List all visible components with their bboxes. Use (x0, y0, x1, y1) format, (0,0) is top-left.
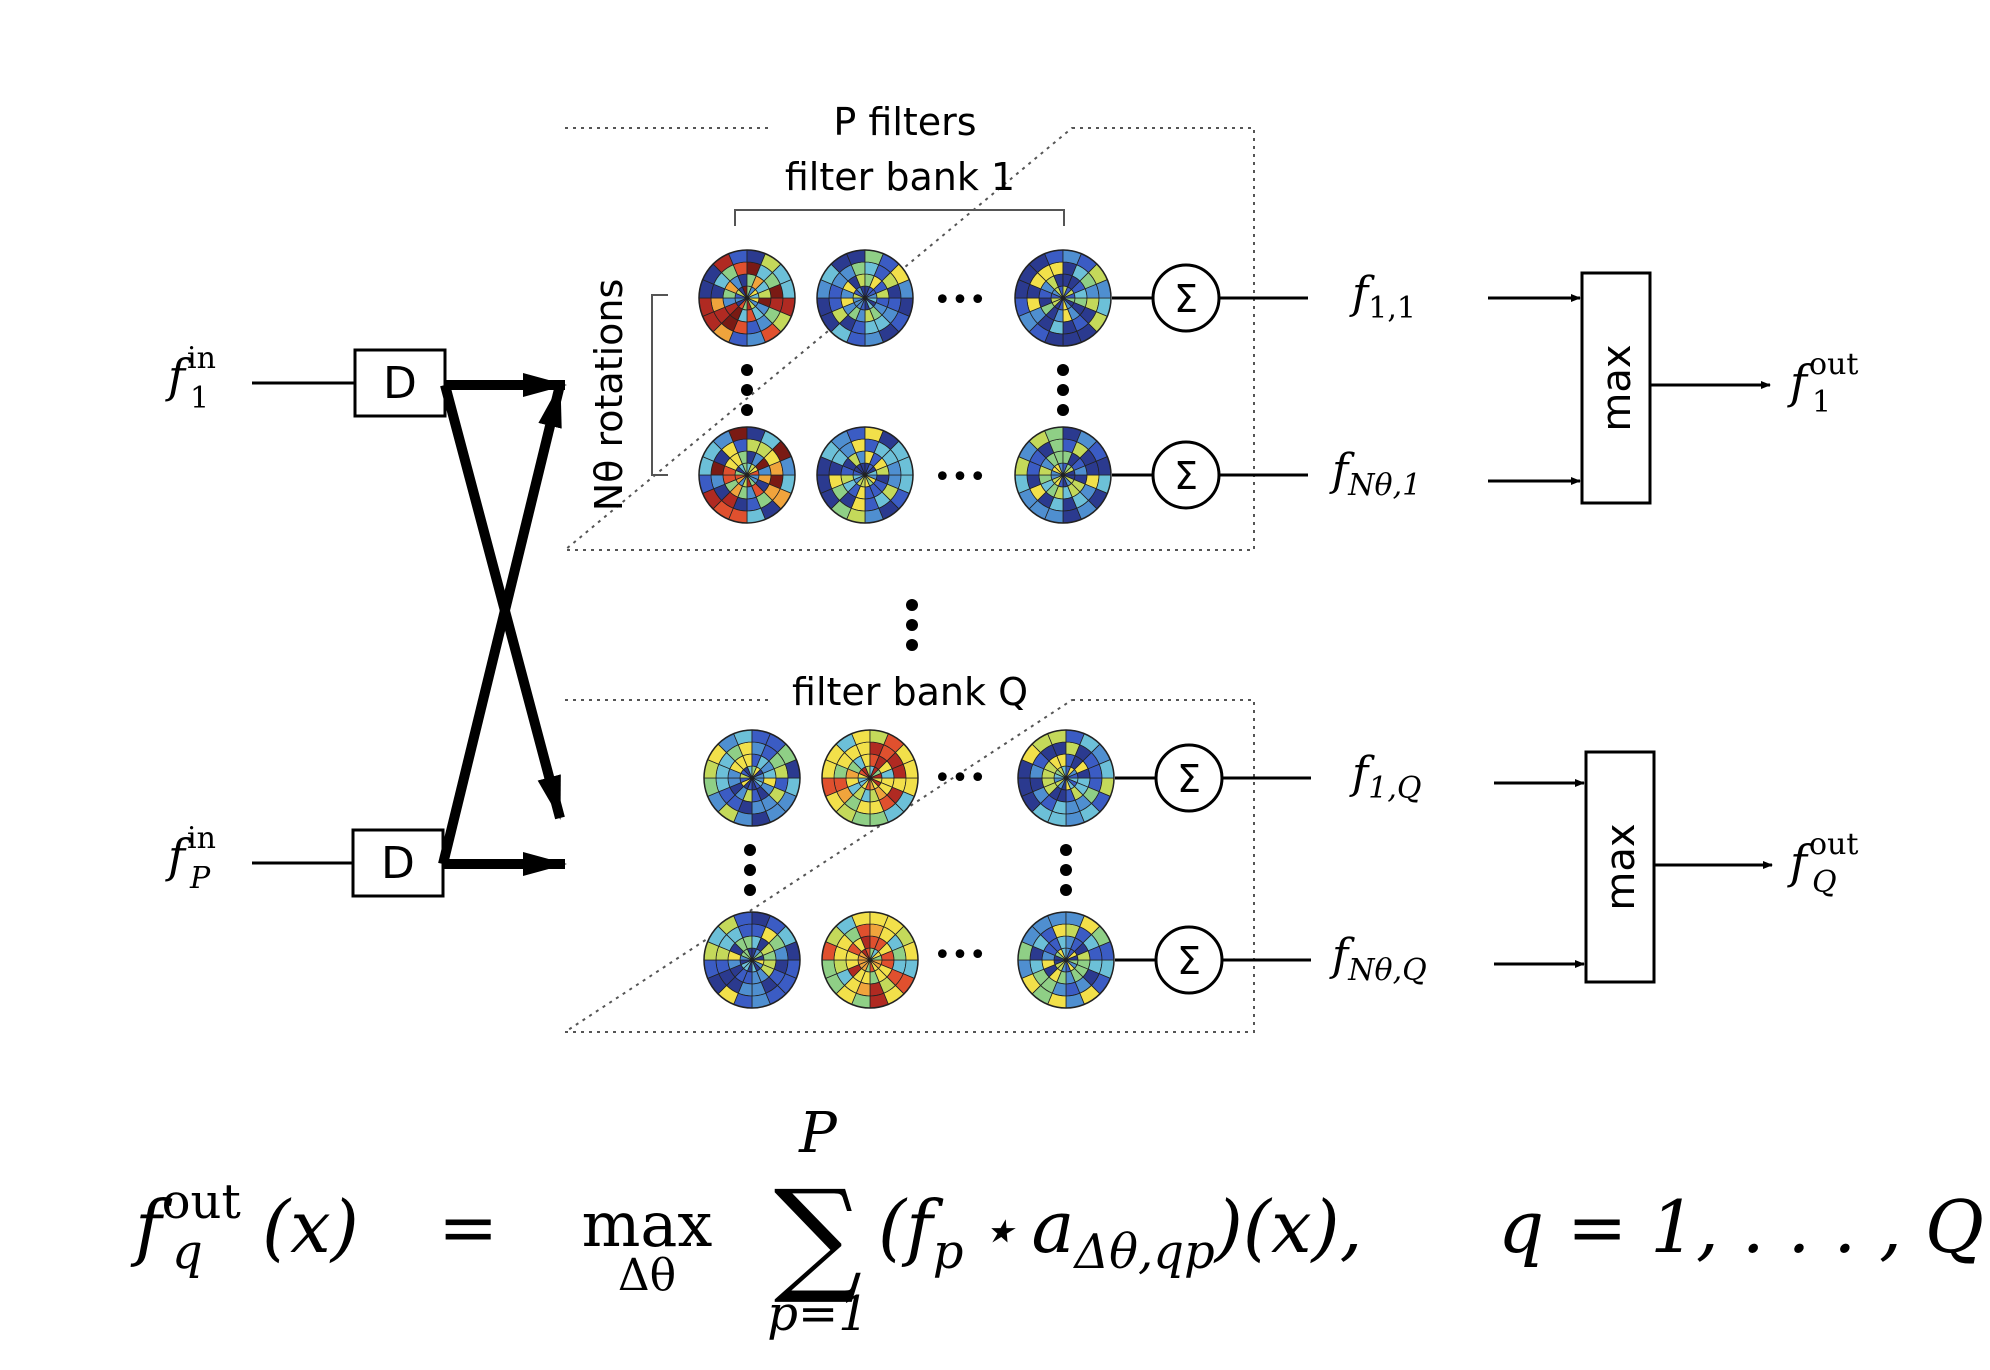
output-fq-label: fout Q (1787, 827, 1858, 900)
label-f-1-1: f1,1 (1349, 268, 1416, 326)
sum-symbol: Σ (1177, 939, 1201, 983)
rotations-label: Nθ rotations (587, 279, 631, 512)
filter-disc (1017, 911, 1115, 1009)
svg-text:P: P (189, 861, 211, 896)
p-filters-label: P filters (833, 100, 976, 144)
filter-bank-1-bracket (734, 209, 1065, 226)
svg-text:Q: Q (1812, 865, 1837, 900)
svg-text:(fp⋆aΔθ,qp)(x),: (fp⋆aΔθ,qp)(x), (878, 1185, 1363, 1280)
filter-bank-1-label: filter bank 1 (785, 155, 1015, 199)
d-box-top: D (353, 348, 447, 418)
ellipsis-row-3: ••• (933, 761, 986, 796)
input-fp-label: fin P (165, 821, 216, 896)
svg-text:f1,Q: f1,Q (1349, 748, 1422, 806)
rotations-bracket (651, 294, 668, 476)
max-box-q: max (1584, 750, 1656, 984)
svg-text:fNθ,1: fNθ,1 (1329, 445, 1421, 503)
equation: fout q (x) = max Δθ P ∑ p=1 (fp⋆aΔθ,qp)(… (130, 1101, 1984, 1342)
ellipsis-row-4: ••• (933, 938, 986, 973)
svg-text:q = 1, . . . , Q: q = 1, . . . , Q (1498, 1185, 1984, 1269)
filter-discs (698, 249, 1115, 1009)
filter-bank-q-label: filter bank Q (792, 670, 1028, 714)
filter-disc (703, 911, 801, 1009)
sum-symbol: Σ (1177, 757, 1201, 801)
thick-arrows (438, 373, 567, 876)
svg-text:∑: ∑ (774, 1164, 863, 1308)
sum-node-bq-rn: Σ (1115, 925, 1311, 995)
svg-text:fNθ,Q: fNθ,Q (1329, 930, 1427, 988)
input-f1-label: fin 1 (165, 341, 216, 416)
filter-disc (816, 249, 914, 347)
filter-disc (821, 911, 919, 1009)
max-label: max (1594, 344, 1640, 431)
filter-disc (703, 729, 801, 827)
vertical-dots (741, 364, 1072, 896)
sum-node-b1-rn: Σ (1112, 440, 1308, 510)
filter-disc (698, 249, 796, 347)
ellipsis-row-2: ••• (933, 460, 986, 495)
filter-disc (1017, 729, 1115, 827)
svg-text:1: 1 (190, 381, 209, 416)
filter-disc (821, 729, 919, 827)
d-label: D (381, 838, 415, 889)
svg-text:q: q (172, 1224, 203, 1280)
filter-disc (1014, 249, 1112, 347)
svg-text:=: = (438, 1185, 498, 1269)
svg-text:max: max (582, 1188, 713, 1261)
svg-text:(x): (x) (262, 1185, 359, 1269)
d-label: D (383, 358, 417, 409)
ellipsis-row-1: ••• (933, 283, 986, 318)
max-label: max (1598, 823, 1644, 910)
label-f-n-1: fNθ,1 (1329, 445, 1421, 503)
svg-text:Δθ: Δθ (618, 1250, 676, 1301)
filter-disc (1014, 426, 1112, 524)
sum-symbol: Σ (1174, 277, 1198, 321)
filter-disc (816, 426, 914, 524)
svg-text:p=1: p=1 (767, 1286, 868, 1342)
output-f1-label: fout 1 (1787, 347, 1858, 420)
filter-bank-q-box (561, 699, 1255, 1033)
filter-disc (698, 426, 796, 524)
max-box-1: max (1580, 271, 1652, 505)
sum-node-b1-r1: Σ (1112, 263, 1308, 333)
svg-text:fout: fout (1787, 827, 1858, 889)
label-f-n-q: fNθ,Q (1329, 930, 1427, 988)
svg-text:f1,1: f1,1 (1349, 268, 1416, 326)
filter-bank-1-box (562, 127, 1255, 551)
label-f-1-q: f1,Q (1349, 748, 1422, 806)
svg-text:1: 1 (1812, 385, 1831, 420)
d-box-bottom: D (351, 828, 445, 898)
sum-symbol: Σ (1174, 454, 1198, 498)
sum-node-bq-r1: Σ (1115, 743, 1311, 813)
svg-text:P: P (798, 1101, 838, 1166)
